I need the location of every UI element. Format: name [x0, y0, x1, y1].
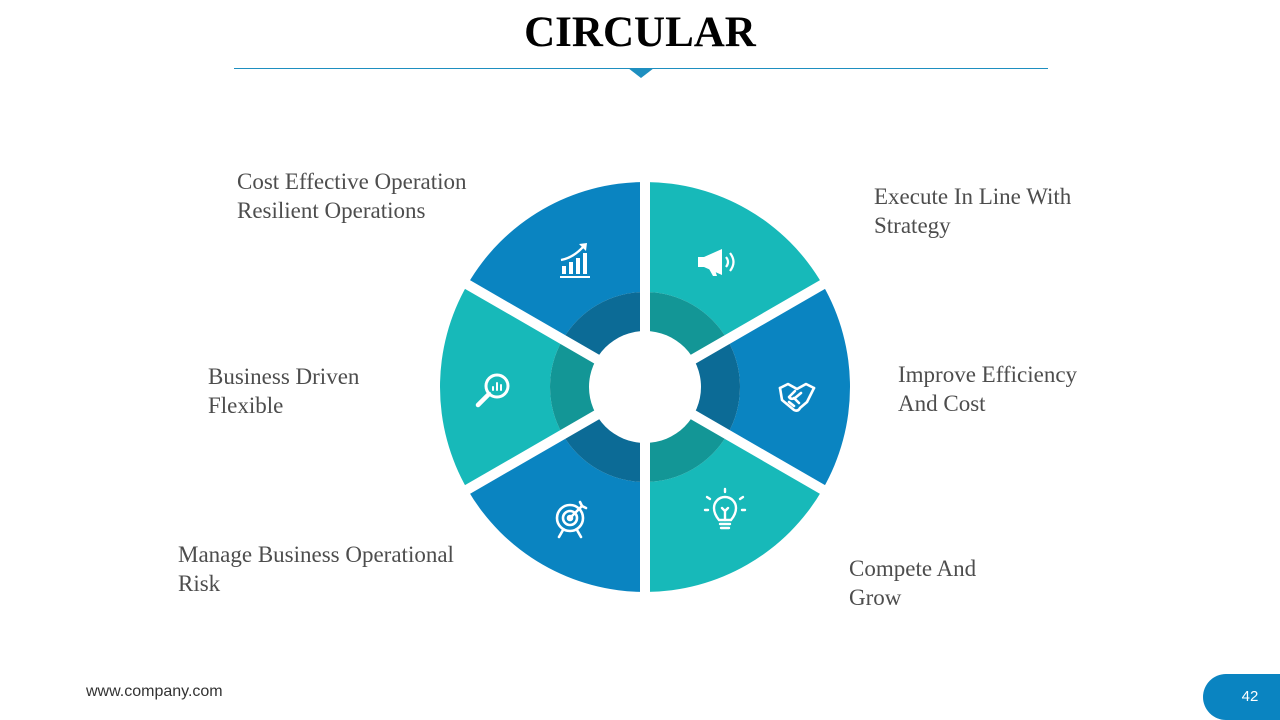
segment-inner-growth-chart	[562, 292, 645, 360]
segment-gap	[459, 277, 603, 366]
segment-inner-magnifier-chart	[550, 339, 599, 435]
label-compete-and-grow: Compete And Grow	[849, 556, 977, 610]
label-cost-effective: Cost Effective Operation Resilient Opera…	[237, 169, 467, 223]
segment-gap	[459, 408, 603, 497]
segment-inner-target	[562, 414, 645, 482]
segment-inner-lightbulb	[645, 414, 728, 482]
segments-layer	[440, 182, 850, 592]
segment-growth-chart	[467, 182, 645, 340]
segment-inner-megaphone	[645, 292, 728, 360]
lightbulb-icon	[703, 487, 747, 530]
handshake-icon	[778, 382, 816, 412]
slide-title: CIRCULAR	[524, 9, 756, 56]
target-icon	[555, 500, 588, 539]
segment-handshake	[727, 284, 850, 490]
label-execute-in-line: Execute In Line With Strategy	[874, 184, 1072, 238]
segment-inner-handshake	[691, 339, 740, 435]
label-manage-risk: Manage Business Operational Risk	[178, 542, 454, 596]
label-improve-efficiency: Improve Efficiency And Cost	[898, 362, 1078, 416]
segment-gap	[687, 408, 831, 497]
magnifier-chart-icon	[475, 373, 510, 408]
footer-url[interactable]: www.company.com	[86, 683, 223, 700]
segment-gap	[687, 277, 831, 366]
icon-layer	[475, 243, 816, 539]
label-business-driven: Business Driven Flexible	[208, 364, 360, 418]
megaphone-icon	[698, 249, 735, 276]
inner-ring-layer	[550, 292, 740, 482]
growth-chart-icon	[560, 243, 590, 278]
page-number-badge	[1203, 674, 1280, 720]
segment-gaps	[459, 176, 831, 598]
center-hole	[589, 331, 701, 443]
title-notch-marker	[628, 68, 654, 78]
page-number: 42	[1241, 688, 1259, 705]
segment-target	[467, 434, 645, 592]
